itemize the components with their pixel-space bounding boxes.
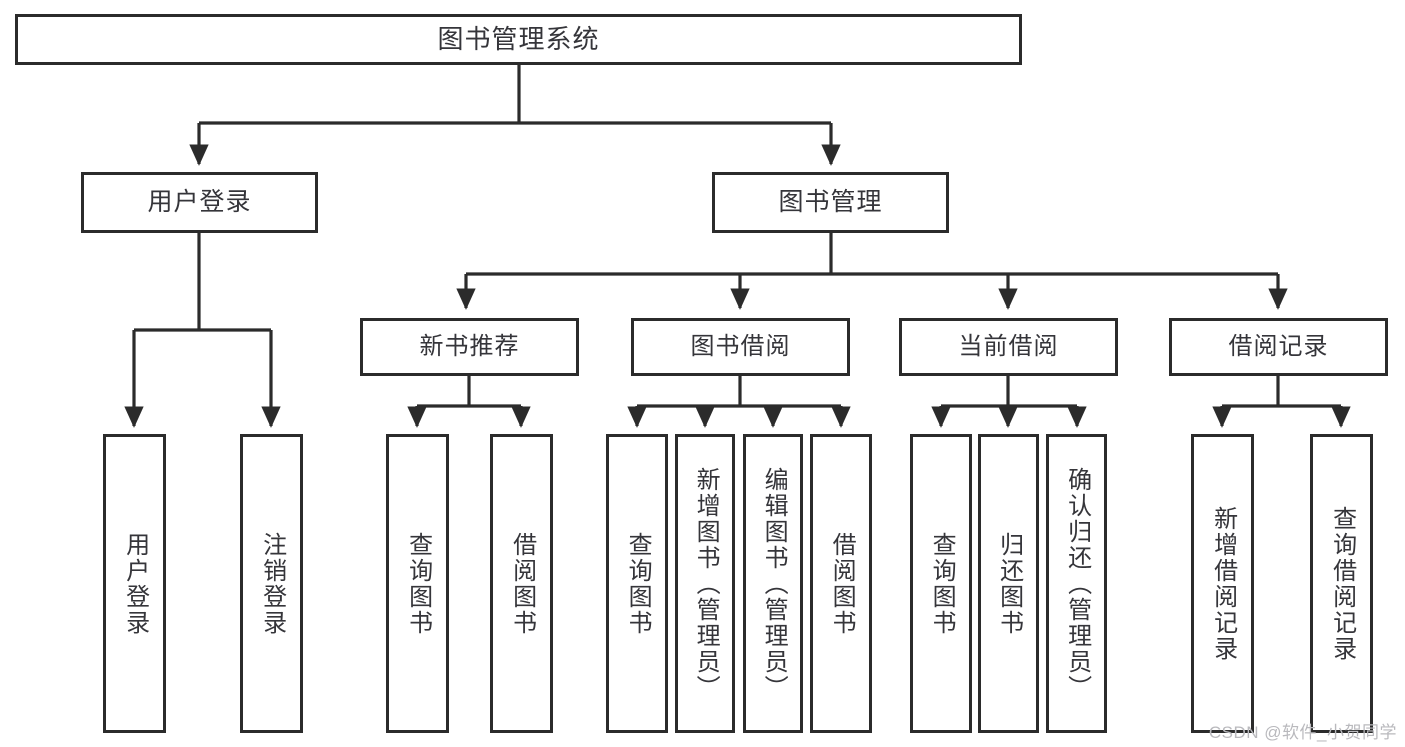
leaf-return-books[interactable]: 归还图书 — [978, 434, 1039, 733]
node-label: 查询图书 — [928, 531, 956, 636]
node-user-login[interactable]: 用户登录 — [81, 172, 318, 233]
node-label: 注销登录 — [258, 531, 286, 636]
leaf-query-books-current[interactable]: 查询图书 — [910, 434, 972, 733]
node-label: 新增借阅记录 — [1209, 505, 1237, 662]
leaf-query-borrowing-record[interactable]: 查询借阅记录 — [1310, 434, 1373, 733]
node-label: 借阅记录 — [1228, 333, 1329, 361]
leaf-add-book-admin[interactable]: 新增图书（管理员） — [675, 434, 735, 733]
leaf-logout[interactable]: 注销登录 — [240, 434, 303, 733]
node-label: 新书推荐 — [419, 333, 520, 361]
leaf-user-login[interactable]: 用户登录 — [103, 434, 166, 733]
node-book-management[interactable]: 图书管理 — [712, 172, 949, 233]
leaf-add-borrowing-record[interactable]: 新增借阅记录 — [1191, 434, 1254, 733]
node-label: 借阅图书 — [828, 531, 856, 636]
node-label: 用户登录 — [121, 531, 149, 636]
node-root-book-management-system[interactable]: 图书管理系统 — [15, 14, 1022, 65]
leaf-borrow-books-recommendation[interactable]: 借阅图书 — [490, 434, 553, 733]
node-current-borrowing[interactable]: 当前借阅 — [899, 318, 1118, 376]
node-label: 新增图书（管理员） — [692, 466, 720, 701]
node-label: 查询图书 — [404, 531, 432, 636]
node-label: 图书管理 — [778, 188, 883, 216]
leaf-confirm-return-admin[interactable]: 确认归还（管理员） — [1046, 434, 1107, 733]
node-borrowing-records[interactable]: 借阅记录 — [1169, 318, 1388, 376]
node-label: 借阅图书 — [508, 531, 536, 636]
node-label: 图书管理系统 — [437, 24, 600, 55]
node-label: 编辑图书（管理员） — [760, 466, 788, 701]
leaf-borrow-books-borrowing[interactable]: 借阅图书 — [810, 434, 872, 733]
node-label: 查询图书 — [624, 531, 652, 636]
csdn-watermark: CSDN @软件_小贺同学 — [1208, 723, 1397, 742]
node-label: 确认归还（管理员） — [1063, 466, 1091, 701]
node-label: 用户登录 — [147, 188, 252, 216]
node-label: 归还图书 — [995, 531, 1023, 636]
node-new-book-recommendation[interactable]: 新书推荐 — [360, 318, 579, 376]
leaf-query-books-recommendation[interactable]: 查询图书 — [386, 434, 449, 733]
node-label: 当前借阅 — [958, 333, 1059, 361]
leaf-query-books-borrowing[interactable]: 查询图书 — [606, 434, 668, 733]
node-book-borrowing[interactable]: 图书借阅 — [631, 318, 850, 376]
leaf-edit-book-admin[interactable]: 编辑图书（管理员） — [743, 434, 803, 733]
node-label: 查询借阅记录 — [1328, 505, 1356, 662]
node-label: 图书借阅 — [690, 333, 791, 361]
